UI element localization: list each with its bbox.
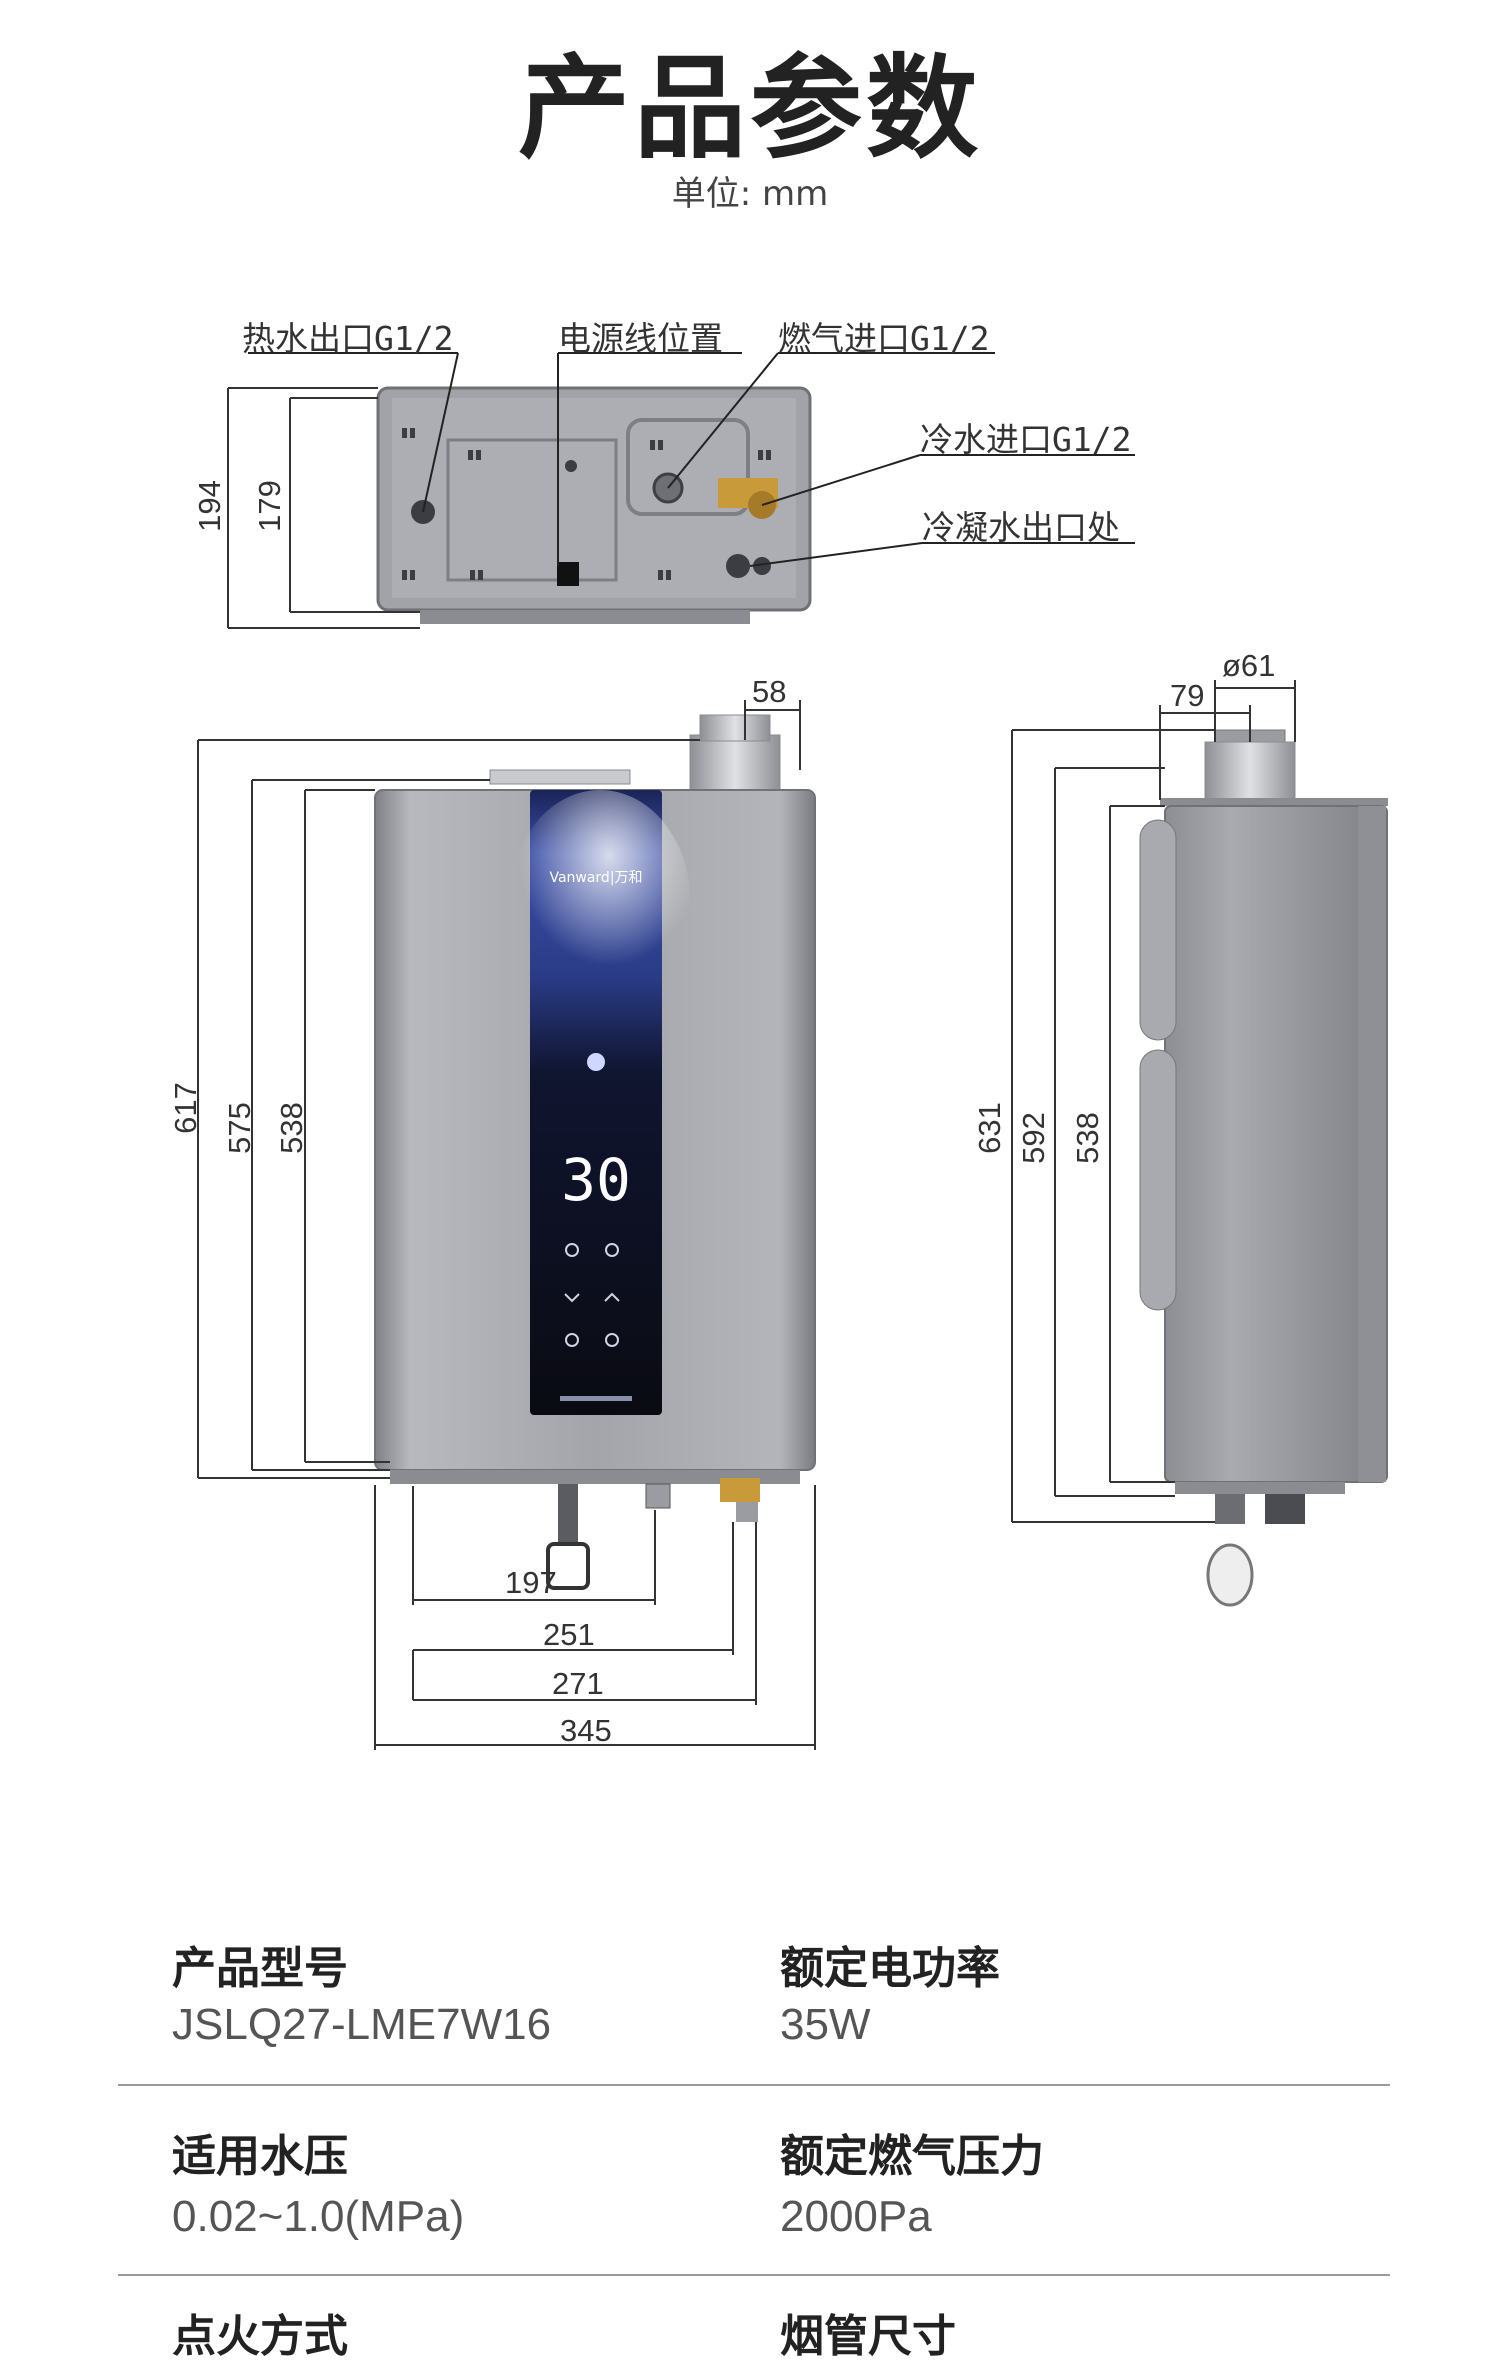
spec-value-rated-power: 35W	[780, 2000, 871, 2049]
spec-divider	[118, 2274, 1390, 2276]
spec-label-water-pressure: 适用水压	[172, 2131, 348, 2182]
unit-label: 单位: mm	[671, 174, 829, 214]
dim-front-height-mid: 575	[222, 1102, 257, 1154]
top-view-dimension-lines	[227, 387, 420, 629]
dim-front-w197: 197	[505, 1565, 557, 1600]
callout-condensate-outlet: 冷凝水出口处	[922, 508, 1120, 547]
callout-gas-inlet: 燃气进口G1/2	[778, 319, 990, 358]
top-view-unit	[376, 386, 812, 624]
spec-value-gas-pressure: 2000Pa	[780, 2192, 932, 2241]
spec-label-rated-power: 额定电功率	[780, 1943, 1000, 1994]
spec-value-water-pressure: 0.02~1.0(MPa)	[172, 2192, 465, 2241]
dim-side-height-body: 538	[1070, 1112, 1105, 1164]
dim-front-w345: 345	[560, 1713, 612, 1748]
spec-value-model: JSLQ27-LME7W16	[172, 2000, 552, 2049]
dim-front-height-total: 617	[168, 1082, 203, 1134]
spec-label-gas-pressure: 额定燃气压力	[780, 2131, 1044, 2182]
top-view-leader-lines	[248, 352, 1135, 567]
page-title: 产品参数	[518, 44, 982, 174]
front-view-dimension-lines	[197, 700, 816, 1750]
dim-side-flue-diameter: ø61	[1222, 648, 1276, 683]
side-view-unit	[1139, 729, 1388, 1607]
dim-front-w251: 251	[543, 1617, 595, 1652]
front-view-unit: Vanward|万和 30	[374, 714, 816, 1590]
spec-label-model: 产品型号	[172, 1943, 348, 1994]
dim-side-flue-offset: 79	[1170, 678, 1205, 713]
dim-side-height-total: 631	[972, 1102, 1007, 1154]
spec-label-ignition: 点火方式	[172, 2311, 348, 2362]
front-display-temperature: 30	[561, 1146, 631, 1214]
callout-power-cord-position: 电源线位置	[558, 319, 723, 358]
callout-hot-water-outlet: 热水出口G1/2	[242, 319, 454, 358]
dim-front-height-body: 538	[274, 1102, 309, 1154]
dim-front-flue-width: 58	[752, 674, 787, 709]
dim-top-depth-body: 179	[252, 480, 287, 532]
dim-side-height-mid: 592	[1016, 1112, 1051, 1164]
callout-cold-water-inlet: 冷水进口G1/2	[920, 420, 1132, 459]
spec-label-flue-size: 烟管尺寸	[780, 2311, 956, 2362]
spec-divider	[118, 2084, 1390, 2086]
dim-top-depth-total: 194	[192, 480, 227, 532]
dim-front-w271: 271	[552, 1666, 604, 1701]
svg-text:Vanward|万和: Vanward|万和	[549, 870, 642, 886]
side-view-dimension-lines	[1011, 680, 1296, 1523]
